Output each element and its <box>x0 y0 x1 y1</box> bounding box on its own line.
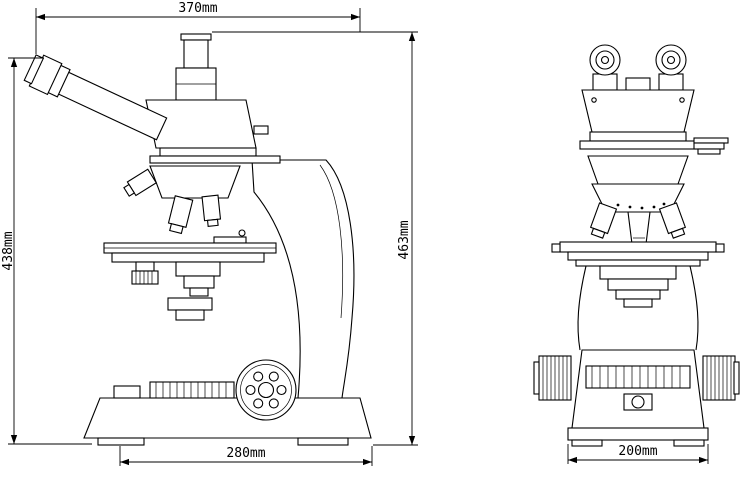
stage-knob-ridges <box>135 271 153 284</box>
condenser <box>175 261 221 297</box>
head-screw-left <box>591 97 597 103</box>
stage-front-top <box>559 241 717 253</box>
eyepiece-barrel-right <box>658 73 684 91</box>
stage-knob-shaft <box>135 261 155 272</box>
foot-front-right <box>673 439 705 447</box>
base-knurl-ridges <box>155 382 227 398</box>
substage-assembly <box>599 265 677 308</box>
dim-top-width: 370mm <box>35 1 361 54</box>
dim-front-base-width: 200mm <box>567 444 709 464</box>
foot-front-left <box>571 439 603 447</box>
stage-front-low <box>575 259 701 267</box>
field-lens <box>631 395 645 409</box>
stage-end-knob-right <box>715 243 725 253</box>
dim-left-height: 438mm <box>1 57 92 445</box>
eyepiece-right <box>655 44 687 76</box>
head-mount-plate <box>159 147 257 157</box>
objective-left <box>123 168 157 197</box>
body-side-right <box>689 265 699 351</box>
base-knurl-strip <box>149 381 235 399</box>
objective-right <box>201 194 222 227</box>
objective-front-right <box>658 202 687 239</box>
slide-holder-knob <box>238 229 246 237</box>
base-foot-right <box>297 437 349 446</box>
base-front <box>571 349 705 429</box>
dim-side-base-width-label: 280mm <box>226 446 265 461</box>
base-front-knurl <box>585 365 691 389</box>
stage-lower-plate <box>111 252 265 263</box>
body-side-left <box>577 265 587 351</box>
base-bottom-plate <box>567 427 709 441</box>
arm <box>251 159 355 399</box>
stage-end-knob-left <box>551 243 561 253</box>
objective-middle <box>167 195 194 235</box>
objective-front-left <box>589 202 618 239</box>
dim-side-base-width: 280mm <box>119 446 373 466</box>
dim-front-base-width-label: 200mm <box>618 444 657 459</box>
stage-front-mid <box>567 251 709 261</box>
microscope-side-view <box>23 33 372 446</box>
dimension-annotations: 370mm 438mm 463mm 280mm 200mm <box>1 1 709 466</box>
objective-front-center <box>627 211 651 245</box>
head-knob <box>253 125 269 135</box>
dim-top-width-label: 370mm <box>178 1 217 16</box>
arm-top-plate <box>149 155 281 164</box>
eyepiece-left <box>589 44 621 76</box>
stage-knob <box>131 270 159 285</box>
dim-left-height-label: 438mm <box>1 231 16 270</box>
nosepiece <box>149 165 241 199</box>
eyepiece-barrel-left <box>592 73 618 91</box>
head-screw-right <box>679 97 685 103</box>
head-front <box>581 89 695 133</box>
focus-knob-front-right <box>702 355 740 401</box>
focus-knob <box>235 359 297 421</box>
slide-holder <box>213 236 247 244</box>
eyecup <box>23 54 45 85</box>
photo-tube <box>175 33 217 101</box>
eyepiece-tube <box>23 54 168 141</box>
dim-right-height-label: 463mm <box>397 220 412 259</box>
base-foot-left <box>97 437 145 446</box>
base <box>83 397 372 439</box>
arm-shoulders <box>587 155 689 185</box>
head-plate-2 <box>579 140 697 150</box>
head-plate-1 <box>589 131 687 142</box>
microscope-front-view <box>533 44 740 447</box>
side-bracket <box>693 137 729 155</box>
dim-right-height: 463mm <box>212 31 418 446</box>
condenser-bracket <box>167 297 213 321</box>
base-front-ridges <box>591 366 681 388</box>
arm-inner-curve <box>319 164 344 319</box>
focus-knob-front-left <box>533 355 572 401</box>
lamp-housing <box>113 385 141 399</box>
